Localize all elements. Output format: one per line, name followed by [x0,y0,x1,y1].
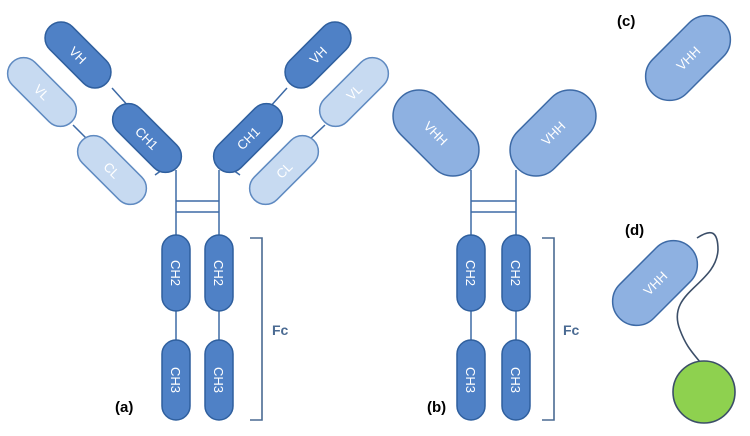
domain-vhh-fusion: VHH [611,239,699,327]
panel-c-nanobody: (c) VHH [617,13,732,102]
domain-ch2-right: CH2 [204,234,234,312]
panel-label-a: (a) [115,399,133,416]
domain-ch2-left-b: CH2 [456,234,486,312]
svg-text:CH2: CH2 [508,260,523,286]
domain-vl-left: VL [6,56,78,128]
fc-label-b: Fc [563,322,580,338]
fc-bracket-a [250,237,263,421]
fusion-partner-circle [672,360,736,424]
domain-ch3-left-b: CH3 [456,339,486,421]
domain-vhh-nanobody: VHH [644,14,732,102]
panel-b-heavy-chain-antibody: VHH VHH CH2 CH2 CH3 CH3 Fc (b) [392,89,597,421]
domain-ch2-left: CH2 [161,234,191,312]
domain-ch3-right: CH3 [204,339,234,421]
svg-text:CH3: CH3 [463,367,478,393]
fc-bracket-b [542,237,555,421]
svg-text:CH2: CH2 [463,260,478,286]
domain-ch1-left: CH1 [111,102,183,174]
domain-ch3-right-b: CH3 [501,339,531,421]
svg-text:CH2: CH2 [168,260,183,286]
domain-vhh-left: VHH [392,89,480,177]
domain-cl-left: CL [76,134,148,206]
domain-vh-right: VH [284,21,352,89]
domain-ch1-right: CH1 [212,102,284,174]
domain-cl-right: CL [248,134,320,206]
panel-label-c: (c) [617,13,635,30]
domain-ch2-right-b: CH2 [501,234,531,312]
svg-text:CH2: CH2 [211,260,226,286]
panel-d-vhh-fusion: (d) VHH [611,222,736,424]
svg-text:CH3: CH3 [211,367,226,393]
panel-a-conventional-antibody: VH VL CH1 CL VH VL CH1 CL [6,21,390,421]
domain-vhh-right: VHH [509,89,597,177]
svg-text:CH3: CH3 [508,367,523,393]
domain-vl-right: VL [318,56,390,128]
panel-label-b: (b) [427,399,446,416]
fc-label-a: Fc [272,322,289,338]
panel-label-d: (d) [625,222,644,239]
domain-ch3-left: CH3 [161,339,191,421]
svg-text:CH3: CH3 [168,367,183,393]
flexible-linker [676,231,719,363]
domain-vh-left: VH [44,21,112,89]
